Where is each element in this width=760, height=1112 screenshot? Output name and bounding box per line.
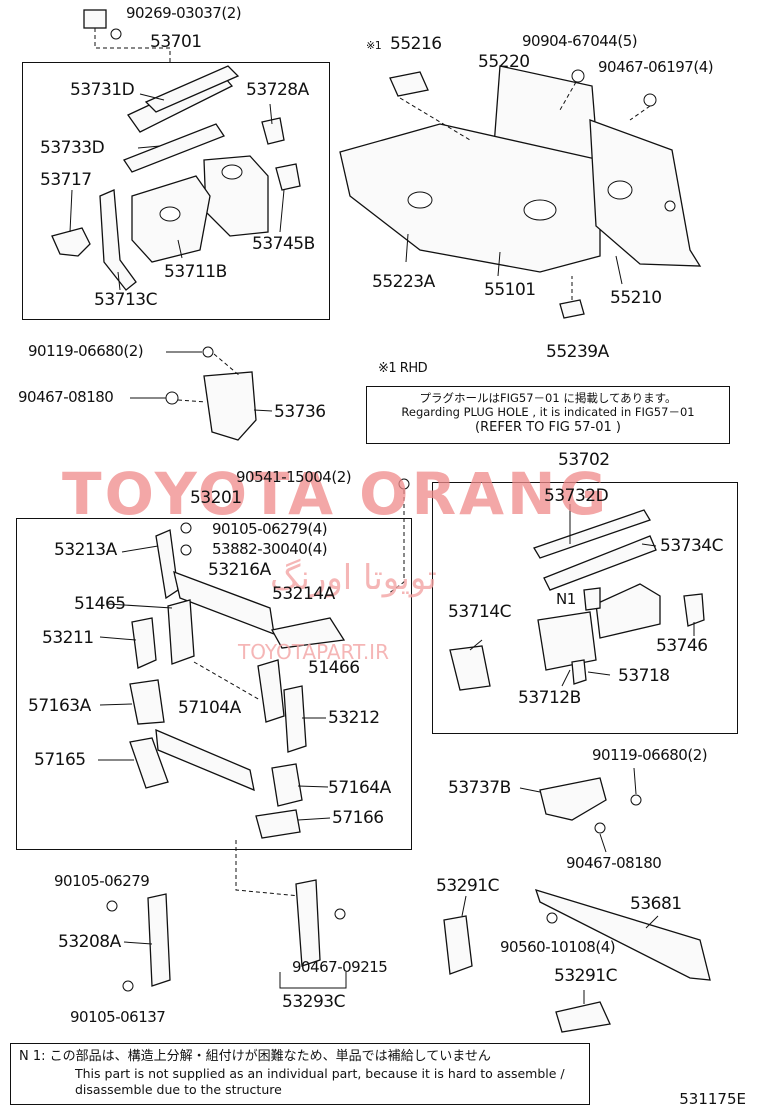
part-53736-group [130,346,273,441]
label-55101[interactable]: 55101 [484,280,536,300]
label-51466[interactable]: 51466 [308,658,360,678]
label-53734C[interactable]: 53734C [660,536,723,556]
watermark-site: TOYOTAPART.IR [238,640,389,664]
label-55239A[interactable]: 55239A [546,342,609,362]
label-53745B[interactable]: 53745B [252,234,315,254]
label-53712B[interactable]: 53712B [518,688,581,708]
diagram-code: 531175E [679,1090,746,1108]
label-53711B[interactable]: 53711B [164,262,227,282]
group-frame-53701 [22,62,330,320]
label-53702[interactable]: 53702 [558,450,610,470]
label-55216[interactable]: 55216 [390,34,442,54]
label-90119-06680-top[interactable]: 90119-06680(2) [28,342,144,360]
label-57164A[interactable]: 57164A [328,778,391,798]
label-55223A[interactable]: 55223A [372,272,435,292]
part-53201-group [98,478,410,897]
label-90467-09215[interactable]: 90467-09215 [292,958,388,976]
label-53293C[interactable]: 53293C [282,992,345,1012]
label-90904-67044[interactable]: 90904-67044(5) [522,32,638,50]
label-90269-03037[interactable]: 90269-03037(2) [126,4,242,22]
label-90105-06279-4[interactable]: 90105-06279(4) [212,520,328,538]
rhd-mark: ※1 [366,39,382,52]
label-55210[interactable]: 55210 [610,288,662,308]
footer-line-jp: N 1: この部品は、構造上分解・組付けが困難なため、単品では補給していません [19,1049,491,1064]
label-90105-06137[interactable]: 90105-06137 [70,1008,166,1026]
rhd-note: ※1 RHD [378,361,428,376]
note-reference[interactable]: (REFER TO FIG 57-01 ) [475,419,621,435]
part-53702-group [449,504,705,691]
label-53201[interactable]: 53201 [190,488,242,508]
label-53736[interactable]: 53736 [274,402,326,422]
label-53713C[interactable]: 53713C [94,290,157,310]
label-53882-30040[interactable]: 53882-30040(4) [212,540,328,558]
label-53213A[interactable]: 53213A [54,540,117,560]
note-line-en: Regarding PLUG HOLE , it is indicated in… [401,405,695,420]
label-53701[interactable]: 53701 [150,32,202,52]
label-53746[interactable]: 53746 [656,636,708,656]
label-53714C[interactable]: 53714C [448,602,511,622]
label-53291C-top[interactable]: 53291C [436,876,499,896]
label-90560-10108[interactable]: 90560-10108(4) [500,938,616,956]
label-90541-15004[interactable]: 90541-15004(2) [236,468,352,486]
label-53718[interactable]: 53718 [618,666,670,686]
footer-line-en-2: disassemble due to the structure [75,1082,282,1098]
part-53208A-group [106,879,347,992]
label-53733D[interactable]: 53733D [40,138,105,158]
label-53211[interactable]: 53211 [42,628,94,648]
label-57163A[interactable]: 57163A [28,696,91,716]
label-51465[interactable]: 51465 [74,594,126,614]
group-frame-53201 [16,518,412,850]
label-53681[interactable]: 53681 [630,894,682,914]
label-53737B[interactable]: 53737B [448,778,511,798]
label-55220[interactable]: 55220 [478,52,530,72]
label-90467-08180-bottom[interactable]: 90467-08180 [566,854,662,872]
footer-line-en-1: This part is not supplied as an individu… [75,1065,565,1081]
label-90105-06279[interactable]: 90105-06279 [54,872,150,890]
part-53701-group [51,9,301,291]
label-53731D[interactable]: 53731D [70,80,135,100]
label-57166[interactable]: 57166 [332,808,384,828]
label-57165[interactable]: 57165 [34,750,86,770]
label-53212[interactable]: 53212 [328,708,380,728]
label-90119-06680-bottom[interactable]: 90119-06680(2) [592,746,708,764]
footer-note: N 1: この部品は、構造上分解・組付けが困難なため、単品では補給していません … [10,1043,590,1105]
label-53216A[interactable]: 53216A [208,560,271,580]
watermark-arabic: تويوتا اورنگ [270,558,437,598]
label-53214A[interactable]: 53214A [272,584,335,604]
label-90467-06197[interactable]: 90467-06197(4) [598,58,714,76]
label-53728A[interactable]: 53728A [246,80,309,100]
label-53717[interactable]: 53717 [40,170,92,190]
part-53737B-group [443,767,711,1033]
group-frame-53702 [432,482,738,734]
plug-hole-note: プラグホールはFIG57－01 に掲載してあります。 Regarding PLU… [366,386,730,444]
label-53291C-bottom[interactable]: 53291C [554,966,617,986]
label-N1[interactable]: N1 [556,590,576,608]
part-55101-group [339,65,702,319]
note-line-jp: プラグホールはFIG57－01 に掲載してあります。 [419,391,677,405]
label-53208A[interactable]: 53208A [58,932,121,952]
label-57104A[interactable]: 57104A [178,698,241,718]
watermark-main: TOYOTA ORANG [62,460,610,528]
label-53732D[interactable]: 53732D [544,486,609,506]
label-90467-08180-top[interactable]: 90467-08180 [18,388,114,406]
